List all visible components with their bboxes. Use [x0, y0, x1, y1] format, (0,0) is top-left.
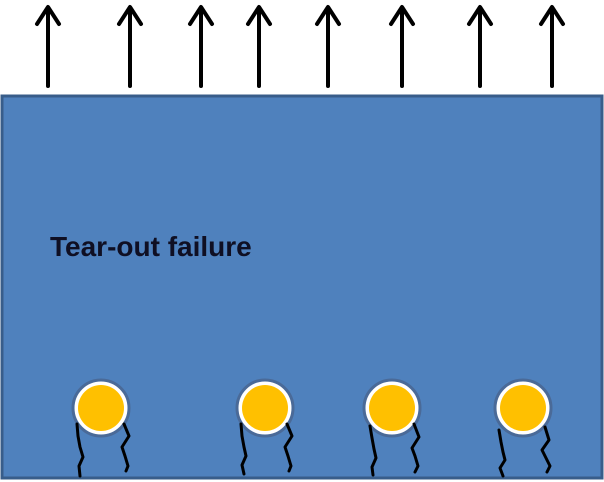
bolt-hole-icon — [362, 378, 422, 438]
bolt-row — [71, 378, 553, 478]
crack-icon — [368, 424, 378, 477]
arrow-up-icon — [188, 5, 214, 88]
arrow-up-icon — [315, 5, 341, 88]
crack-icon — [75, 422, 85, 478]
crack-icon — [283, 422, 294, 473]
crack-icon — [497, 428, 507, 478]
crack-icon — [540, 425, 552, 474]
arrow-up-icon — [246, 5, 272, 88]
bolt-hole-icon — [71, 378, 131, 438]
arrow-up-icon — [539, 5, 565, 88]
arrow-up-icon — [117, 5, 143, 88]
load-arrows — [35, 5, 565, 88]
crack-icon — [410, 422, 421, 474]
crack-icon — [239, 422, 248, 476]
crack-icon — [120, 422, 131, 473]
arrow-up-icon — [467, 5, 493, 88]
failure-caption: Tear-out failure — [50, 231, 252, 262]
arrow-up-icon — [35, 5, 61, 88]
bolt-hole-icon — [235, 378, 295, 438]
arrow-up-icon — [389, 5, 415, 88]
bolt-hole-icon — [493, 378, 553, 438]
